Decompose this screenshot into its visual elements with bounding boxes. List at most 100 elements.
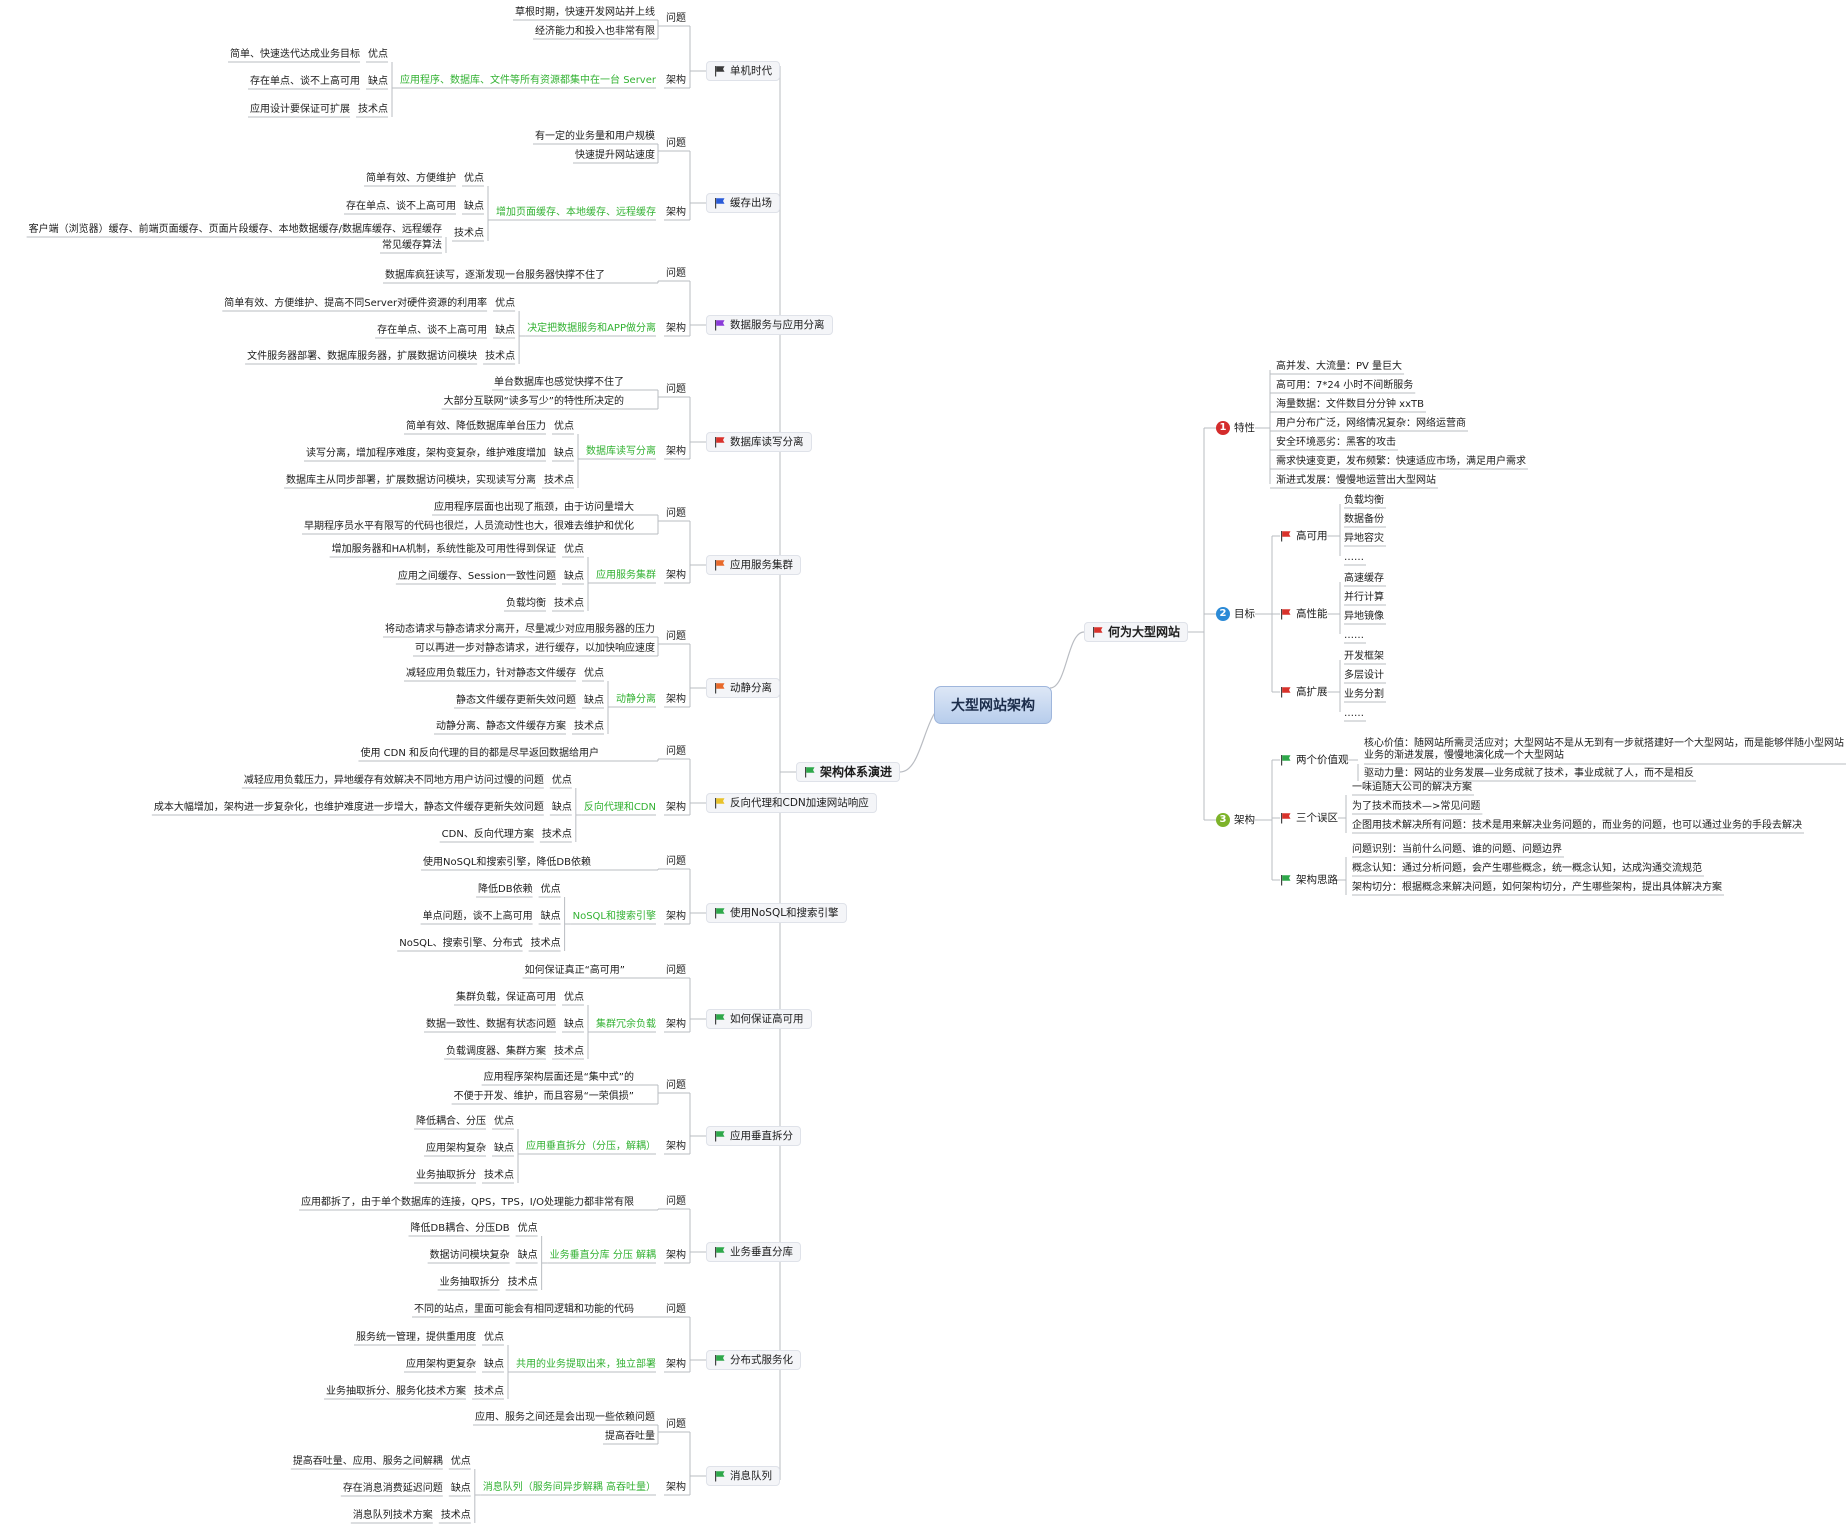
problem-tag-8[interactable]: 问题 [666, 965, 686, 976]
problem-tag-3[interactable]: 问题 [666, 384, 686, 395]
pros-text-3[interactable]: 简单有效、降低数据库单台压力 [406, 421, 546, 432]
arch-text-8[interactable]: 集群冗余负载 [596, 1019, 656, 1030]
pros-text-5[interactable]: 减轻应用负载压力，针对静态文件缓存 [406, 668, 576, 679]
arch-text-3[interactable]: 数据库读写分离 [586, 446, 656, 457]
goal-item-2-1[interactable]: 多层设计 [1344, 670, 1384, 681]
goal-node-2[interactable]: 高扩展 [1280, 685, 1328, 699]
cons-text-8[interactable]: 数据一致性、数据有状态问题 [426, 1019, 556, 1030]
tech-text-3[interactable]: 数据库主从同步部署，扩展数据访问模块，实现读写分离 [286, 475, 536, 486]
goal-item-2-3[interactable]: …… [1344, 708, 1364, 719]
tech-tag-1[interactable]: 技术点 [454, 228, 484, 239]
arch-principle-item-0-1[interactable]: 驱动力量：网站的业务发展—业务成就了技术，事业成就了人，而不是相反 [1364, 768, 1694, 779]
arch-tag-10[interactable]: 架构 [666, 1250, 686, 1261]
tech-text-9[interactable]: 业务抽取拆分 [416, 1170, 476, 1181]
problem-tag-6[interactable]: 问题 [666, 746, 686, 757]
arch-text-11[interactable]: 共用的业务提取出来，独立部署 [516, 1359, 656, 1370]
cons-tag-11[interactable]: 缺点 [484, 1359, 504, 1370]
arch-tag-0[interactable]: 架构 [666, 75, 686, 86]
arch-tag-3[interactable]: 架构 [666, 446, 686, 457]
stage-node-3[interactable]: 数据库读写分离 [706, 432, 812, 452]
feature-item-3[interactable]: 用户分布广泛，网络情况复杂：网络运营商 [1276, 418, 1466, 429]
pros-text-6[interactable]: 减轻应用负载压力，异地缓存有效解决不同地方用户访问过慢的问题 [243, 775, 544, 786]
arch-tag-6[interactable]: 架构 [666, 802, 686, 813]
problem-tag-0[interactable]: 问题 [666, 13, 686, 24]
goal-item-0-0[interactable]: 负载均衡 [1344, 495, 1384, 506]
cons-tag-6[interactable]: 缺点 [551, 802, 572, 813]
goal-item-1-0[interactable]: 高速缓存 [1344, 573, 1384, 584]
pros-text-7[interactable]: 降低DB依赖 [478, 884, 533, 895]
pros-text-10[interactable]: 降低DB耦合、分压DB [410, 1223, 510, 1234]
stage-node-0[interactable]: 单机时代 [706, 61, 780, 81]
cons-text-7[interactable]: 单点问题，谈不上高可用 [422, 911, 533, 922]
problem-tag-10[interactable]: 问题 [666, 1196, 686, 1207]
evolution-main-node[interactable]: 架构体系演进 [796, 762, 901, 782]
pros-tag-3[interactable]: 优点 [554, 421, 574, 432]
pros-text-1[interactable]: 简单有效、方便维护 [366, 173, 456, 184]
problem-text-1-1[interactable]: 快速提升网站速度 [575, 150, 655, 161]
stage-node-4[interactable]: 应用服务集群 [706, 555, 801, 575]
arch-tag-8[interactable]: 架构 [666, 1019, 686, 1030]
pros-text-12[interactable]: 提高吞吐量、应用、服务之间解耦 [292, 1456, 443, 1467]
arch-principle-node-1[interactable]: 三个误区 [1280, 811, 1338, 825]
stage-node-2[interactable]: 数据服务与应用分离 [706, 315, 833, 335]
arch-tag-4[interactable]: 架构 [666, 570, 686, 581]
tech-text-11[interactable]: 业务抽取拆分、服务化技术方案 [326, 1386, 466, 1397]
pros-text-11[interactable]: 服务统一管理，提供重用度 [356, 1332, 476, 1343]
stage-node-7[interactable]: 使用NoSQL和搜索引擎 [706, 903, 847, 923]
problem-text-9-1[interactable]: 不便于开发、维护，而且容易“一荣俱损” [453, 1091, 634, 1102]
problem-text-5-0[interactable]: 将动态请求与静态请求分离开，尽量减少对应用服务器的压力 [385, 624, 655, 635]
problem-text-9-0[interactable]: 应用程序架构层面还是“集中式”的 [483, 1072, 634, 1083]
arch-text-6[interactable]: 反向代理和CDN [583, 802, 656, 813]
cons-text-2[interactable]: 存在单点、谈不上高可用 [377, 325, 488, 336]
cons-tag-8[interactable]: 缺点 [564, 1019, 584, 1030]
problem-text-0-1[interactable]: 经济能力和投入也非常有限 [535, 26, 655, 37]
arch-text-4[interactable]: 应用服务集群 [596, 570, 656, 581]
problem-text-12-0[interactable]: 应用、服务之间还是会出现一些依赖问题 [475, 1412, 655, 1423]
arch-text-0[interactable]: 应用程序、数据库、文件等所有资源都集中在一台 Server [400, 75, 656, 86]
feature-item-2[interactable]: 海量数据：文件数目分分钟 xxTB [1276, 399, 1424, 410]
goal-item-1-1[interactable]: 并行计算 [1344, 592, 1384, 603]
cons-tag-12[interactable]: 缺点 [450, 1483, 471, 1494]
goal-item-0-3[interactable]: …… [1344, 552, 1364, 563]
cons-text-9[interactable]: 应用架构复杂 [426, 1143, 486, 1154]
cons-tag-9[interactable]: 缺点 [494, 1143, 514, 1154]
stage-node-9[interactable]: 应用垂直拆分 [706, 1126, 801, 1146]
arch-principle-item-1-0[interactable]: 一味追随大公司的解决方案 [1352, 782, 1472, 793]
problem-tag-2[interactable]: 问题 [666, 268, 686, 279]
problem-text-4-0[interactable]: 应用程序层面也出现了瓶颈，由于访问量增大 [434, 502, 634, 513]
tech-tag-4[interactable]: 技术点 [554, 598, 584, 609]
feature-item-1[interactable]: 高可用：7*24 小时不间断服务 [1276, 380, 1414, 391]
arch-principle-item-1-1[interactable]: 为了技术而技术—>常见问题 [1352, 801, 1481, 812]
feature-item-6[interactable]: 渐进式发展：慢慢地运营出大型网站 [1276, 475, 1436, 486]
arch-text-12[interactable]: 消息队列（服务间异步解耦 高吞吐量） [482, 1482, 656, 1493]
what-is-large-site-node[interactable]: 何为大型网站 [1084, 622, 1189, 642]
cons-text-0[interactable]: 存在单点、谈不上高可用 [250, 76, 361, 87]
tech-tag-9[interactable]: 技术点 [484, 1170, 514, 1181]
arch-tag-11[interactable]: 架构 [666, 1359, 686, 1370]
cons-tag-4[interactable]: 缺点 [564, 571, 584, 582]
tech-text-1-0[interactable]: 客户端（浏览器）缓存、前端页面缓存、页面片段缓存、本地数据缓存/数据库缓存、远程… [28, 224, 442, 235]
tech-tag-5[interactable]: 技术点 [574, 721, 604, 732]
pros-tag-4[interactable]: 优点 [564, 544, 584, 555]
cons-tag-5[interactable]: 缺点 [584, 695, 604, 706]
cons-text-11[interactable]: 应用架构更复杂 [406, 1359, 476, 1370]
arch-principle-item-2-0[interactable]: 问题识别：当前什么问题、谁的问题、问题边界 [1352, 844, 1562, 855]
stage-node-10[interactable]: 业务垂直分库 [706, 1242, 801, 1262]
tech-tag-6[interactable]: 技术点 [541, 829, 572, 840]
problem-tag-9[interactable]: 问题 [666, 1080, 686, 1091]
goal-item-2-0[interactable]: 开发框架 [1344, 651, 1384, 662]
tech-text-4[interactable]: 负载均衡 [506, 598, 546, 609]
arch-principle-node-2[interactable]: 架构思路 [1280, 873, 1338, 887]
problem-text-4-1[interactable]: 早期程序员水平有限写的代码也很烂，人员流动性也大，很难去维护和优化 [304, 521, 634, 532]
cons-tag-7[interactable]: 缺点 [540, 911, 561, 922]
tech-text-1-1[interactable]: 常见缓存算法 [382, 240, 442, 251]
tech-tag-2[interactable]: 技术点 [485, 351, 516, 362]
pros-tag-9[interactable]: 优点 [494, 1116, 514, 1127]
arch-principle-item-2-2[interactable]: 架构切分：根据概念来解决问题，如何架构切分，产生哪些架构，提出具体解决方案 [1352, 882, 1722, 893]
arch-tag-12[interactable]: 架构 [666, 1482, 686, 1493]
tech-tag-8[interactable]: 技术点 [554, 1046, 584, 1057]
pros-tag-10[interactable]: 优点 [517, 1223, 538, 1234]
stage-node-12[interactable]: 消息队列 [706, 1466, 780, 1486]
problem-tag-5[interactable]: 问题 [666, 631, 686, 642]
